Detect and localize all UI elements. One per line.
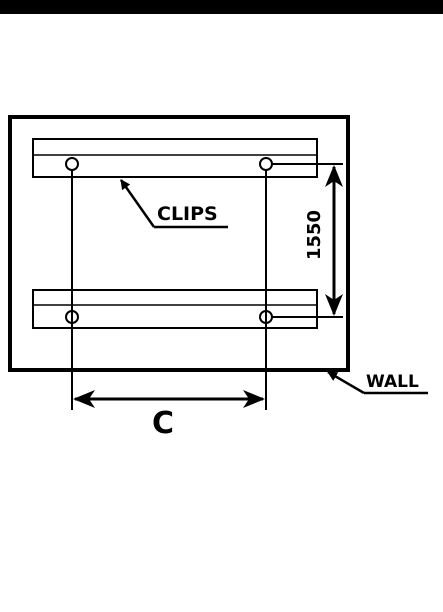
top-border-band [0,0,443,14]
wall-label: WALL [366,372,419,392]
clip-rail-bottom [32,289,318,329]
wall-leader [327,370,428,395]
clip-rail-top [32,138,318,178]
mounting-hole-top-left [65,157,79,171]
vertical-dimension-label: 1550 [304,210,325,260]
mounting-hole-top-right [259,157,273,171]
panel-frame [8,115,350,372]
clips-label: CLIPS [157,203,218,225]
horizontal-dimension-label: C [152,406,174,441]
clips-leader [119,179,228,229]
